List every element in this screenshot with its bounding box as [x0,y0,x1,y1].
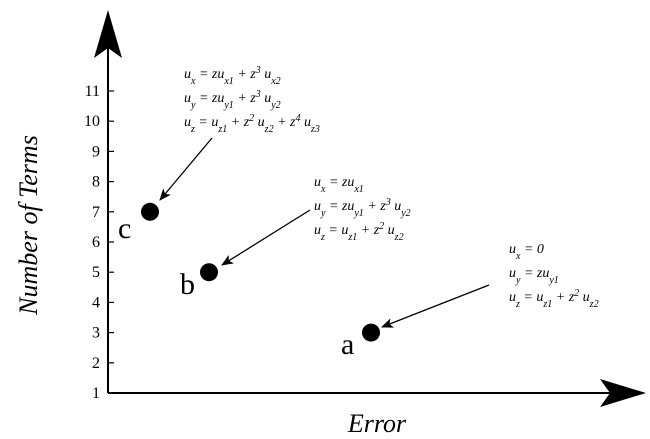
y-tick-label: 10 [84,113,100,130]
y-tick-label: 3 [92,325,100,342]
x-axis-label: Error [347,409,407,438]
annotation-line: uy = zuy1 + z3 uy2 [184,89,281,111]
annotation-line: uz = uz1 + z2 uz2 [314,221,404,243]
y-tick-label: 6 [92,234,100,251]
point-label: a [341,328,354,361]
annotation-line: uy = zuy1 + z3 uy2 [314,197,411,219]
y-tick-label: 9 [92,143,100,160]
y-axis-label: Number of Terms [14,135,43,316]
annotation-line: uy = zuy1 [509,266,559,286]
point-marker [200,263,218,282]
annotation-arrow [221,209,311,266]
y-tick-label: 11 [85,83,100,100]
y-tick-label: 1 [92,385,100,402]
point-marker [362,323,380,342]
annotation-line: ux = zux1 + z3 ux2 [184,65,281,87]
annotation-line: ux = zux1 [314,175,364,195]
y-tick-label: 4 [92,294,100,311]
y-tick-label: 5 [92,264,100,281]
annotation-arrow [381,284,490,328]
annotation-arrow [159,137,213,201]
annotation-line: ux = 0 [509,242,544,262]
point-label: b [180,268,195,301]
y-tick-label: 8 [92,174,100,191]
y-tick-label: 7 [92,204,100,221]
point-label: c [118,212,131,245]
y-axis-arrow-icon [94,10,122,58]
axes [94,10,646,407]
annotation-line: uz = uz1 + z2 uz2 [509,288,599,310]
y-tick-label: 2 [92,355,100,372]
x-axis-arrow-icon [600,379,646,407]
y-ticks: 1 2 3 4 5 6 7 8 9 10 11 [84,83,114,402]
point-marker [141,202,159,221]
annotation-line: uz = uz1 + z2 uz2 + z4 uz3 [184,113,320,135]
